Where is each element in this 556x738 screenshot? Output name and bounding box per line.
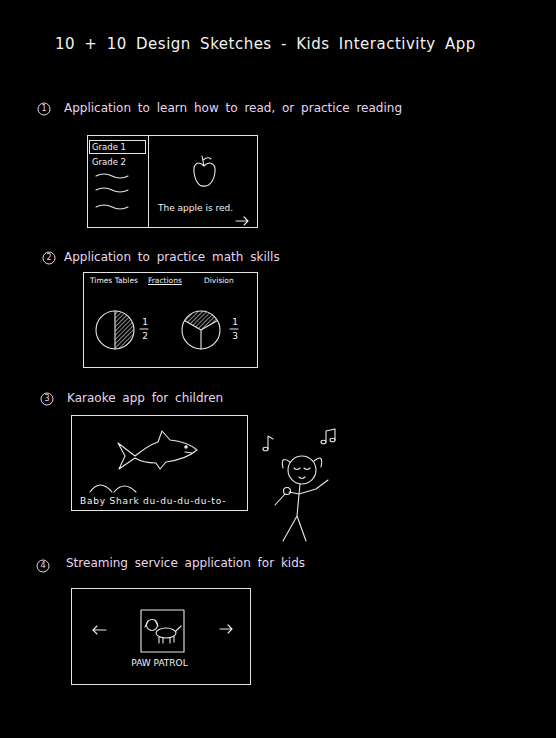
callout-number: 3 [41,393,53,405]
callout-number: 4 [37,560,49,572]
menu-item: Grade 1 [92,141,126,153]
singing-girl [275,456,328,541]
wavy-lines [96,174,128,209]
section-heading: Application to learn how to read, or pra… [64,101,402,116]
fraction-digit: 1 [140,317,150,328]
fraction-bars [140,328,238,329]
pie-charts [96,311,220,349]
callout-number: 1 [38,103,50,115]
music-notes [263,429,335,451]
app-screen-frame: Baby Shark du-du-du-du-to- [71,415,248,511]
fraction-digit: 1 [230,317,240,328]
sketch-title: 10 + 10 Design Sketches - Kids Interacti… [55,35,476,54]
tab-label: Fractions [148,276,182,285]
apple-drawing [194,156,215,186]
selected-grade-box: Grade 1 [89,140,146,154]
fraction-digit: 2 [140,331,150,342]
section-heading: Karaoke app for children [67,391,223,406]
next-arrow [236,217,248,225]
app-screen-frame: The apple is red. Grade 2 Grade 1 [87,135,258,228]
tab-label: Times Tables [90,276,138,285]
app-screen-frame: Times Tables Fractions Division 1 2 1 3 [83,272,258,368]
shark-drawing [118,431,197,469]
circled-numbers [37,103,55,572]
next-arrow [220,625,232,633]
thumbnail-frame [141,610,184,652]
wave-lines [90,485,136,492]
section-heading: Streaming service application for kids [66,556,305,571]
sentence-text: The apple is red. [158,203,233,214]
section-heading: Application to practice math skills [64,250,280,265]
show-title: PAW PATROL [72,658,247,669]
menu-item: Grade 2 [92,157,126,168]
app-screen-frame: PAW PATROL [71,588,251,685]
grade-sidebar: Grade 2 Grade 1 [88,136,149,227]
prev-arrow [93,626,106,634]
tab-label: Division [204,276,234,285]
callout-number: 2 [43,252,55,264]
dog-drawing [145,620,181,644]
fraction-digit: 3 [230,331,240,342]
lyrics-text: Baby Shark du-du-du-du-to- [80,496,226,507]
